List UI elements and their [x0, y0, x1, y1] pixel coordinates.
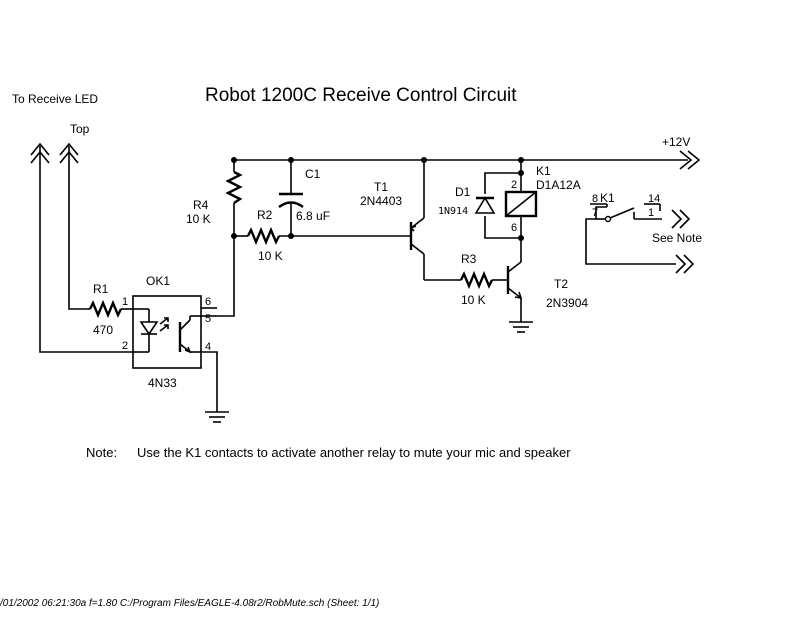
r3-ref: R3 — [461, 252, 477, 266]
transistor-t2 — [506, 240, 523, 322]
junction-dot — [518, 170, 524, 176]
r1-value: 470 — [93, 323, 113, 337]
t2-ref: T2 — [554, 277, 568, 291]
ok1-pin5: 5 — [205, 313, 211, 325]
junction-dot — [231, 157, 237, 163]
ok1-pin2: 2 — [122, 340, 128, 352]
d1-ref: D1 — [455, 185, 471, 199]
junction-dot — [421, 157, 427, 163]
k1-pin14: 14 — [648, 193, 660, 205]
ground-symbol-t2 — [509, 321, 533, 333]
resistor-r3 — [459, 270, 508, 290]
r3-value: 10 K — [461, 293, 486, 307]
output-arrow-upper — [671, 209, 691, 229]
ok1-pin6: 6 — [205, 296, 211, 308]
supply-label: +12V — [662, 135, 690, 149]
see-note-label: See Note — [652, 231, 702, 245]
ok1-value: 4N33 — [148, 376, 177, 390]
resistor-r2 — [234, 226, 411, 246]
diagram-title: Robot 1200C Receive Control Circuit — [205, 85, 517, 106]
k1-pin1: 1 — [648, 207, 654, 219]
c1-ref: C1 — [305, 167, 321, 181]
wire-d1-top — [484, 172, 521, 194]
k1-contact-ref: K1 — [600, 191, 615, 205]
ok1-pin1: 1 — [122, 296, 128, 308]
output-arrow-lower — [675, 254, 695, 274]
wire-d1-bottom — [484, 216, 521, 239]
ok1-ref: OK1 — [146, 274, 170, 288]
footer-file-info: /01/2002 06:21:30a f=1.80 C:/Program Fil… — [0, 598, 379, 609]
note-text: Use the K1 contacts to activate another … — [137, 445, 571, 460]
transistor-t1 — [409, 160, 425, 280]
wire-ok1-pin5-to-r4 — [217, 236, 235, 317]
resistor-r1 — [88, 299, 133, 319]
receive-led-label: To Receive LED — [12, 92, 98, 106]
r4-ref: R4 — [193, 198, 209, 212]
wire-led-to-ok1-pin2 — [39, 146, 133, 353]
r1-ref: R1 — [93, 282, 109, 296]
t2-value: 2N3904 — [546, 296, 588, 310]
wire-ok1-pin4-ground — [201, 351, 218, 412]
relay-coil-k1 — [504, 190, 538, 240]
t1-value: 2N4403 — [360, 194, 402, 208]
diode-d1 — [474, 196, 496, 214]
k1-pin2: 2 — [511, 179, 517, 191]
k1-pin8: 8 — [592, 193, 598, 205]
k1-ref: K1 — [536, 164, 551, 178]
capacitor-c1 — [278, 160, 304, 236]
wire-top-to-r1 — [68, 146, 90, 310]
d1-value: 1N914 — [438, 206, 468, 217]
k1-value: D1A12A — [536, 178, 581, 192]
top-label: Top — [70, 122, 90, 136]
k1-pin7: 7 — [592, 207, 598, 219]
optocoupler-ok1 — [132, 295, 217, 369]
ground-symbol-ok1 — [205, 411, 229, 423]
note-label: Note: — [86, 445, 117, 460]
c1-value: 6.8 uF — [296, 209, 330, 223]
supply-arrow — [679, 150, 701, 170]
t1-ref: T1 — [374, 180, 388, 194]
r4-value: 10 K — [186, 212, 211, 226]
resistor-r4 — [225, 160, 243, 236]
junction-dot — [231, 233, 237, 239]
r2-value: 10 K — [258, 249, 283, 263]
r2-ref: R2 — [257, 208, 273, 222]
ok1-pin4: 4 — [205, 341, 211, 353]
k1-pin6: 6 — [511, 222, 517, 234]
relay-contacts-k1 — [585, 203, 676, 265]
junction-dot — [518, 157, 524, 163]
